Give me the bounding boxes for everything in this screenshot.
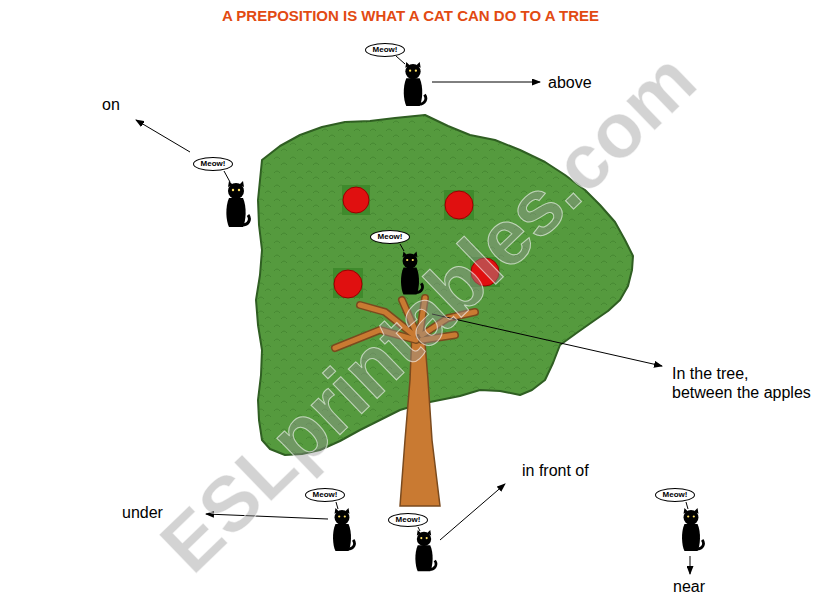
preposition-label: near bbox=[673, 577, 705, 596]
preposition-label: on bbox=[102, 95, 120, 114]
bubble-text: Meow! bbox=[373, 46, 398, 54]
preposition-label: above bbox=[548, 73, 592, 92]
speech-bubble: Meow! bbox=[370, 230, 410, 244]
bubble-text: Meow! bbox=[663, 491, 688, 499]
title: A PREPOSITION IS WHAT A CAT CAN DO TO A … bbox=[0, 7, 821, 24]
speech-bubble: Meow! bbox=[193, 157, 233, 171]
speech-bubble: Meow! bbox=[388, 513, 428, 527]
speech-bubble: Meow! bbox=[365, 43, 405, 57]
preposition-label: In the tree, between the apples bbox=[672, 364, 812, 402]
speech-bubble: Meow! bbox=[305, 488, 345, 502]
preposition-label: in front of bbox=[522, 461, 589, 480]
bubble-text: Meow! bbox=[396, 516, 421, 524]
bubble-text: Meow! bbox=[201, 160, 226, 168]
preposition-label: under bbox=[122, 503, 163, 522]
speech-bubble: Meow! bbox=[655, 488, 695, 502]
bubble-text: Meow! bbox=[378, 233, 403, 241]
bubble-text: Meow! bbox=[313, 491, 338, 499]
